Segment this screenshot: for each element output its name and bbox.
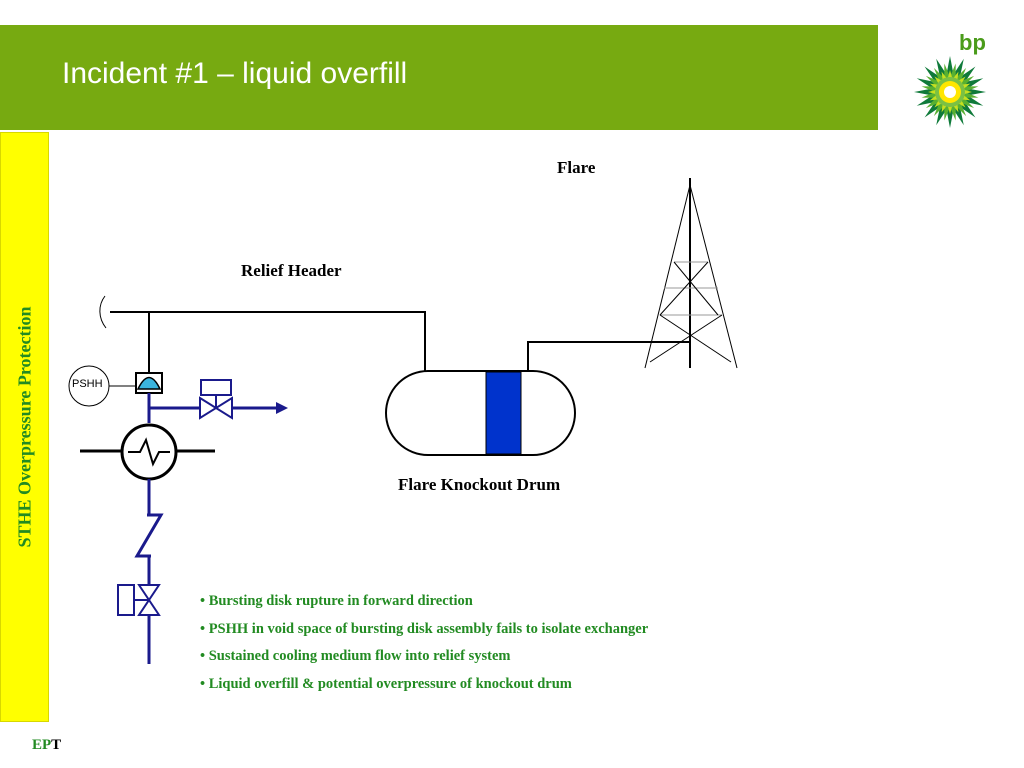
- logo-ray: [944, 105, 950, 121]
- logo-ray: [964, 78, 984, 89]
- bullet-item: • Bursting disk rupture in forward direc…: [200, 593, 473, 609]
- logo-ray: [947, 104, 953, 114]
- logo-ray: [963, 86, 979, 92]
- bullet-list: • Bursting disk rupture in forward direc…: [200, 590, 648, 700]
- logo-ray: [947, 70, 953, 80]
- logo-ray: [953, 58, 964, 78]
- drum-liquid-level: [485, 371, 522, 455]
- title-bar: [0, 25, 878, 130]
- logo-ray: [960, 75, 975, 87]
- logo-ray: [967, 88, 986, 96]
- check-valve-icon: [134, 513, 164, 558]
- logo-ray: [921, 86, 937, 92]
- flare-label: Flare: [557, 158, 596, 177]
- logo-ray: [928, 89, 938, 95]
- logo-ray: [946, 56, 954, 75]
- logo-ray: [955, 67, 967, 82]
- logo-ray: [925, 97, 940, 109]
- bp-logo-text: bp: [959, 30, 986, 55]
- logo-ray: [960, 97, 975, 109]
- logo-ray: [921, 92, 937, 98]
- bp-helios-logo-icon: [914, 56, 986, 128]
- logo-ray: [936, 58, 947, 78]
- logo-ray: [953, 106, 964, 126]
- flare-tower: [644, 178, 738, 369]
- bullet-item: • Liquid overfill & potential overpressu…: [200, 675, 572, 692]
- logo-ray: [933, 67, 945, 82]
- isolation-valve-icon: [117, 584, 161, 616]
- pipe-break-symbol: [99, 295, 107, 329]
- bullet-item: • Sustained cooling medium flow into rel…: [200, 648, 511, 664]
- footer-text-ep: EP: [32, 737, 52, 753]
- logo-ray: [944, 63, 950, 79]
- logo-ray: [963, 92, 979, 98]
- side-bar: [0, 132, 49, 722]
- logo-ray: [916, 78, 936, 89]
- flow-arrow-icon: [276, 402, 288, 414]
- logo-ray: [950, 105, 956, 121]
- flare-line-pipe: [527, 341, 690, 372]
- footer-logo: EPT: [32, 737, 61, 754]
- knockout-drum-label: Flare Knockout Drum: [398, 475, 561, 494]
- logo-ray: [946, 109, 954, 128]
- logo-ray: [950, 63, 956, 79]
- relief-header-label: Relief Header: [241, 261, 342, 280]
- logo-ray: [933, 102, 945, 117]
- exchanger-coil: [128, 437, 170, 467]
- footer-text-t: T: [51, 737, 62, 753]
- pshh-label: PSHH: [72, 378, 103, 390]
- logo-ray: [914, 88, 933, 96]
- logo-ray: [916, 95, 936, 106]
- bursting-disk-icon: [135, 372, 163, 394]
- bullet-item: • PSHH in void space of bursting disk as…: [200, 620, 649, 637]
- knockout-drum: [385, 370, 576, 456]
- slide-title: Incident #1 – liquid overfill: [62, 57, 408, 90]
- logo-ray: [936, 106, 947, 126]
- logo-ray: [925, 75, 940, 87]
- logo-ray: [962, 89, 972, 95]
- control-valve-icon: [199, 379, 233, 420]
- relief-header-pipe: [110, 311, 426, 372]
- logo-ray: [964, 95, 984, 106]
- logo-ray: [955, 102, 967, 117]
